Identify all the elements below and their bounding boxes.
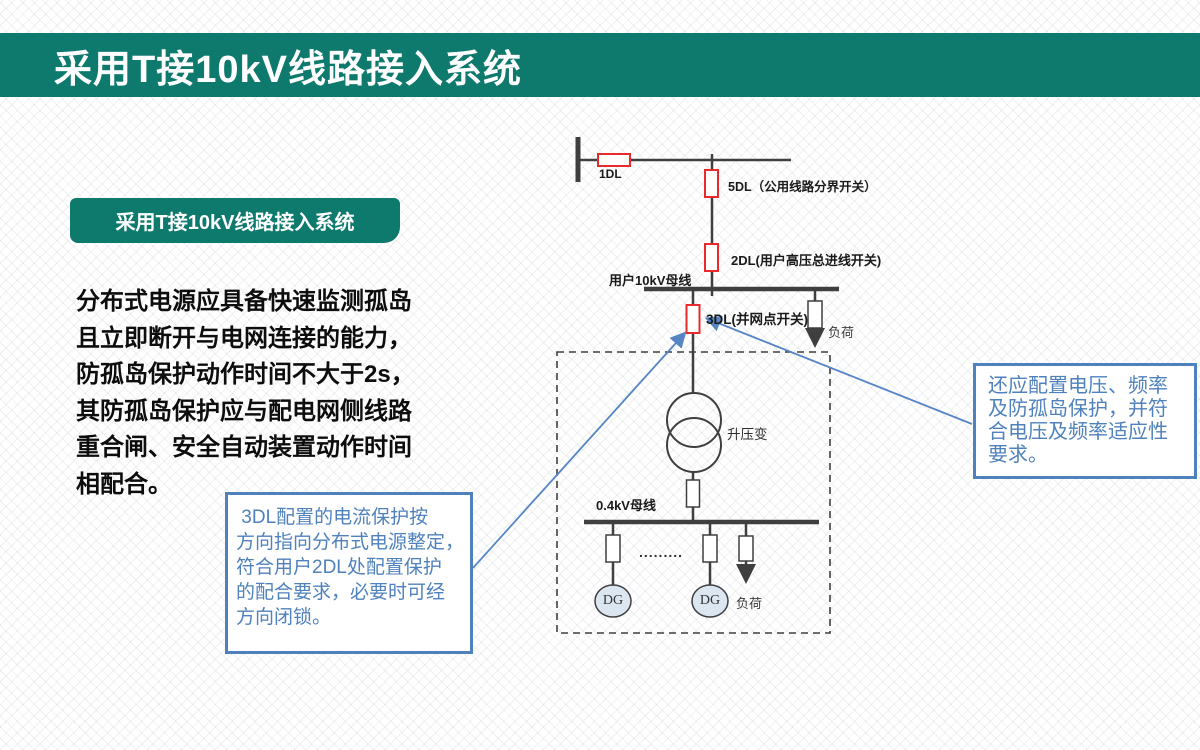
section-label: 采用T接10kV线路接入系统 bbox=[70, 198, 400, 243]
header-band: 采用T接10kV线路接入系统 bbox=[0, 33, 1200, 97]
dg1-breaker bbox=[605, 534, 621, 563]
breaker-1dl bbox=[597, 153, 631, 167]
callout-3dl-protection: 3DL配置的电流保护按 方向指向分布式电源整定， 符合用户2DL处配置保护 的配… bbox=[225, 492, 473, 654]
connector-arrow-right bbox=[704, 316, 973, 425]
load-breaker-lower bbox=[738, 535, 754, 562]
callout-voltage-frequency: 还应配置电压、频率 及防孤岛保护，并符 合电压及频率适应性 要求。 bbox=[973, 363, 1197, 479]
transformer-label: 升压变 bbox=[727, 427, 768, 442]
breaker-2dl bbox=[704, 243, 719, 272]
section-label-text: 采用T接10kV线路接入系统 bbox=[115, 212, 355, 234]
lv-breaker bbox=[685, 479, 701, 508]
breaker-1dl-label: 1DL bbox=[599, 167, 622, 181]
load-lower-label: 负荷 bbox=[736, 596, 763, 611]
load-breaker-upper bbox=[807, 300, 823, 329]
breaker-2dl-label: 2DL(用户高压总进线开关) bbox=[731, 253, 882, 268]
load-upper-label: 负荷 bbox=[828, 325, 855, 340]
dg-ellipsis-dots: ......... bbox=[639, 544, 684, 560]
transformer-coil-bottom bbox=[666, 417, 722, 473]
dg2-breaker bbox=[702, 534, 718, 563]
connector-arrow-left bbox=[472, 331, 687, 569]
transformer-coil-top bbox=[666, 392, 722, 448]
page-title: 采用T接10kV线路接入系统 bbox=[54, 48, 522, 91]
breaker-3dl-label: 3DL(并网点开关) bbox=[706, 312, 808, 327]
dg2-circle bbox=[691, 584, 729, 618]
dg2-label: DG bbox=[699, 593, 721, 608]
bus-10kv-label: 用户10kV母线 bbox=[609, 273, 692, 288]
breaker-5dl-label: 5DL（公用线路分界开关） bbox=[728, 180, 877, 194]
dashed-boundary-box bbox=[556, 351, 831, 634]
dg1-circle bbox=[594, 584, 632, 618]
dg1-label: DG bbox=[602, 593, 624, 608]
breaker-5dl bbox=[704, 169, 719, 198]
bus-04kv-label: 0.4kV母线 bbox=[596, 498, 656, 513]
body-text: 分布式电源应具备快速监测孤岛 且立即断开与电网连接的能力， 防孤岛保护动作时间不… bbox=[76, 288, 415, 498]
breaker-3dl bbox=[685, 304, 701, 334]
